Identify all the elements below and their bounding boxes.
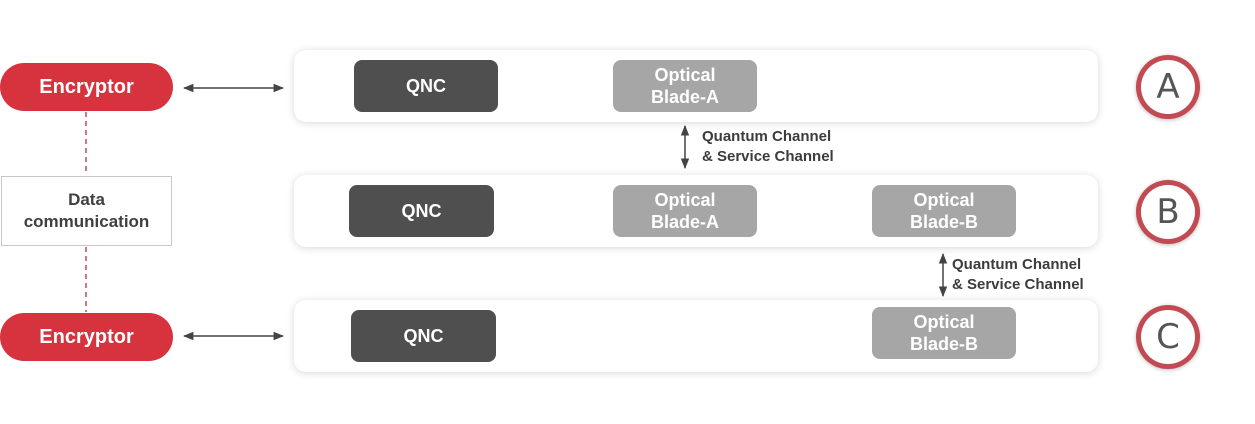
node-a-qnc: QNC [354, 60, 498, 112]
node-a-optical-blade-a: Optical Blade-A [613, 60, 757, 112]
encryptor-top: Encryptor [0, 63, 173, 111]
data-communication-box: Data communication [1, 176, 172, 246]
node-b-badge: B [1136, 180, 1200, 244]
channel-label-ab: Quantum Channel & Service Channel [702, 128, 834, 165]
node-b-badge-letter: B [1141, 185, 1195, 239]
node-c-qnc: QNC [351, 310, 496, 362]
node-a-badge-letter: A [1141, 60, 1195, 114]
encryptor-bottom: Encryptor [0, 313, 173, 361]
node-c-optical-blade-b: Optical Blade-B [872, 307, 1016, 359]
node-a-panel: QNC Optical Blade-A [294, 50, 1098, 122]
node-c-badge: C [1136, 305, 1200, 369]
node-b-panel: QNC Optical Blade-A Optical Blade-B [294, 175, 1098, 247]
node-c-badge-letter: C [1141, 310, 1195, 364]
node-b-optical-blade-a: Optical Blade-A [613, 185, 757, 237]
node-b-optical-blade-b: Optical Blade-B [872, 185, 1016, 237]
node-b-qnc: QNC [349, 185, 494, 237]
node-a-badge: A [1136, 55, 1200, 119]
channel-label-bc: Quantum Channel & Service Channel [952, 256, 1084, 293]
node-c-panel: QNC Optical Blade-B [294, 300, 1098, 372]
